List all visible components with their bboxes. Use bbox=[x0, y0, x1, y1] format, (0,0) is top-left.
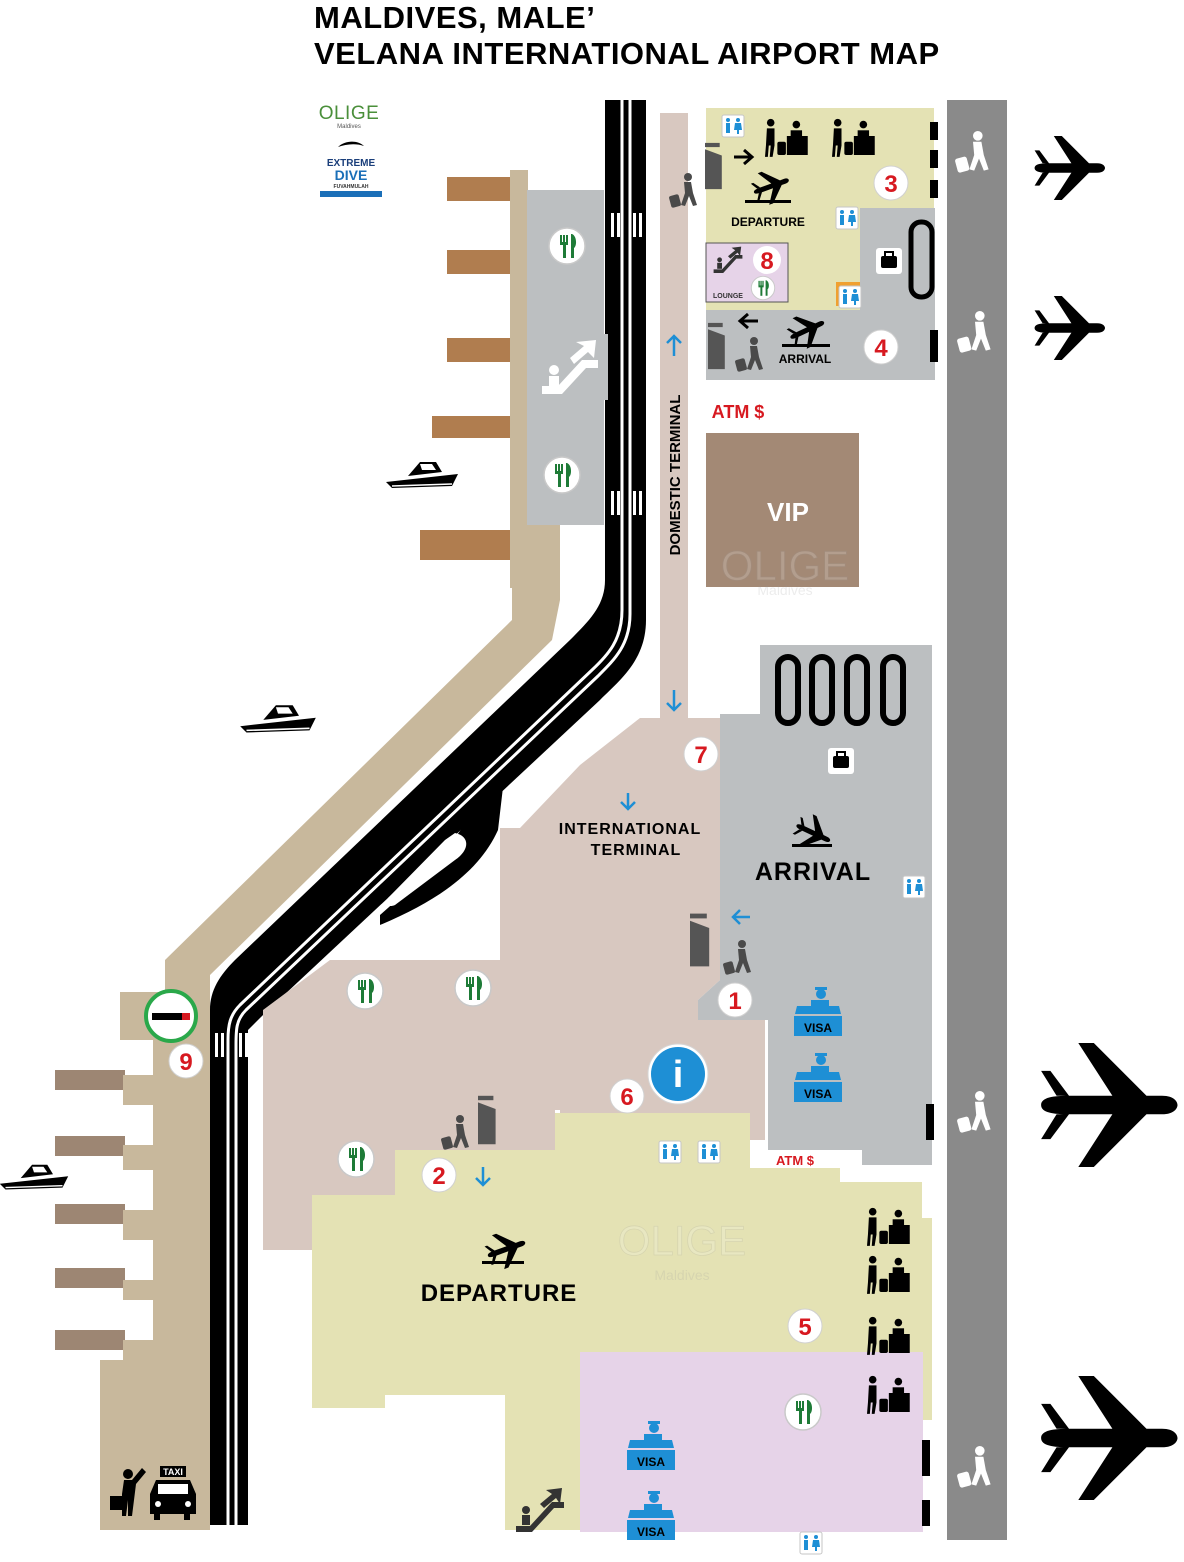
olige-logo: OLIGE Maldives bbox=[319, 103, 380, 130]
visa-label: VISA bbox=[637, 1525, 665, 1539]
toilet-icon[interactable] bbox=[721, 114, 745, 138]
label-international-terminal-1: INTERNATIONAL bbox=[559, 821, 701, 838]
label-domestic-terminal: DOMESTIC TERMINAL bbox=[667, 395, 684, 556]
walkway-top bbox=[510, 170, 528, 588]
baggage-icon[interactable] bbox=[875, 247, 903, 275]
svg-text:OLIGE: OLIGE bbox=[618, 1217, 746, 1264]
walkway-bottom-left bbox=[100, 992, 210, 1530]
marker-5[interactable]: 5 bbox=[787, 1308, 823, 1344]
speedboat-icon bbox=[239, 704, 317, 734]
marker-4[interactable]: 4 bbox=[863, 329, 899, 365]
vip-box bbox=[706, 433, 859, 587]
speedboat-icon bbox=[0, 1164, 69, 1191]
svg-text:2: 2 bbox=[432, 1163, 445, 1190]
arrow-right-icon bbox=[734, 148, 755, 166]
svg-text:5: 5 bbox=[798, 1314, 811, 1341]
taxi-icon[interactable]: TAXI bbox=[110, 1466, 196, 1520]
svg-text:9: 9 bbox=[179, 1049, 192, 1076]
toilet-icon[interactable] bbox=[838, 285, 862, 309]
svg-text:Maldives: Maldives bbox=[757, 582, 812, 598]
visa-label: VISA bbox=[637, 1455, 665, 1469]
svg-text:Maldives: Maldives bbox=[654, 1267, 709, 1283]
svg-text:8: 8 bbox=[760, 248, 773, 275]
olige-watermark: OLIGE Maldives OLIGE Maldives bbox=[617, 542, 849, 1283]
airplane-icon bbox=[1041, 1043, 1178, 1167]
restaurant-icon[interactable] bbox=[337, 1140, 375, 1178]
olige-logo-text: OLIGE bbox=[319, 103, 380, 124]
marker-1[interactable]: 1 bbox=[717, 982, 753, 1018]
label-international-terminal-2: TERMINAL bbox=[591, 842, 682, 859]
piers-bottom bbox=[55, 1070, 125, 1350]
marker-3[interactable]: 3 bbox=[873, 165, 909, 201]
escalator-icon bbox=[536, 334, 608, 400]
restaurant-icon[interactable] bbox=[784, 1393, 822, 1431]
visa-label: VISA bbox=[804, 1087, 832, 1101]
international-arrival-area bbox=[698, 645, 932, 1165]
extreme-dive-logo-line2: DIVE bbox=[335, 167, 368, 183]
label-domestic-departure: DEPARTURE bbox=[731, 215, 805, 229]
airplane-icon bbox=[1034, 296, 1105, 360]
atm-bottom: ATM $ bbox=[776, 1153, 815, 1168]
airplane-icon bbox=[1041, 1376, 1178, 1500]
svg-text:1: 1 bbox=[728, 988, 741, 1015]
label-domestic-arrival: ARRIVAL bbox=[779, 352, 831, 366]
extreme-dive-logo: EXTREME DIVE FUVAHMULAH bbox=[320, 141, 382, 197]
toilet-icon[interactable] bbox=[697, 1140, 721, 1164]
olige-logo-sub: Maldives bbox=[337, 124, 361, 130]
restaurant-icon[interactable] bbox=[346, 972, 384, 1010]
svg-text:4: 4 bbox=[874, 335, 888, 362]
visa-desk[interactable]: VISA bbox=[794, 1053, 842, 1102]
taxi-label: TAXI bbox=[163, 1467, 183, 1477]
svg-text:6: 6 bbox=[620, 1084, 633, 1111]
svg-text:3: 3 bbox=[884, 171, 897, 198]
label-arrival-main: ARRIVAL bbox=[755, 858, 871, 886]
airplane-icon bbox=[1034, 136, 1105, 200]
restaurant-icon[interactable] bbox=[543, 456, 581, 494]
svg-text:OLIGE: OLIGE bbox=[721, 542, 849, 589]
toilet-icon[interactable] bbox=[658, 1140, 682, 1164]
walkway-diagonal bbox=[165, 510, 560, 995]
international-departure-area bbox=[312, 1113, 932, 1530]
toilet-icon[interactable] bbox=[902, 875, 926, 899]
arrow-left-icon bbox=[737, 312, 758, 330]
svg-text:7: 7 bbox=[694, 742, 707, 769]
toilet-icon[interactable] bbox=[799, 1531, 823, 1555]
speedboat-icon bbox=[385, 461, 459, 489]
visa-desk[interactable]: VISA bbox=[627, 1491, 675, 1540]
restaurant-icon[interactable] bbox=[454, 969, 492, 1007]
international-baggage-carousels bbox=[775, 654, 906, 726]
label-vip: VIP bbox=[767, 497, 809, 527]
info-glyph: i bbox=[673, 1054, 684, 1096]
marker-9[interactable]: 9 bbox=[168, 1043, 204, 1079]
extreme-dive-logo-line3: FUVAHMULAH bbox=[334, 184, 369, 190]
marker-6[interactable]: 6 bbox=[609, 1078, 645, 1114]
atm-top: ATM $ bbox=[712, 402, 765, 422]
piers-top bbox=[420, 177, 513, 560]
baggage-icon[interactable] bbox=[827, 747, 855, 775]
marker-8[interactable]: 8 bbox=[753, 246, 781, 275]
direction-arrows bbox=[475, 334, 750, 1187]
visa-label: VISA bbox=[804, 1021, 832, 1035]
visa-desk[interactable]: VISA bbox=[627, 1421, 675, 1470]
marker-7[interactable]: 7 bbox=[683, 736, 719, 772]
map-title-line-1: MALDIVES, MALE’ bbox=[314, 0, 596, 35]
restaurant-icon[interactable] bbox=[548, 227, 586, 265]
marker-2[interactable]: 2 bbox=[421, 1157, 457, 1193]
label-lounge: LOUNGE bbox=[713, 293, 743, 300]
extreme-dive-logo-line1: EXTREME bbox=[327, 158, 376, 169]
smoking-area-icon[interactable] bbox=[144, 989, 198, 1043]
map-title-line-2: VELANA INTERNATIONAL AIRPORT MAP bbox=[314, 36, 940, 71]
domestic-corridor bbox=[660, 113, 688, 718]
label-departure-main: DEPARTURE bbox=[421, 1280, 578, 1307]
toilet-icon[interactable] bbox=[835, 206, 859, 230]
visa-desk[interactable]: VISA bbox=[794, 987, 842, 1036]
restaurant-icon[interactable] bbox=[750, 275, 776, 301]
domestic-baggage-carousel bbox=[908, 219, 935, 300]
road bbox=[210, 100, 646, 1525]
information-desk-icon[interactable]: i bbox=[647, 1043, 709, 1105]
